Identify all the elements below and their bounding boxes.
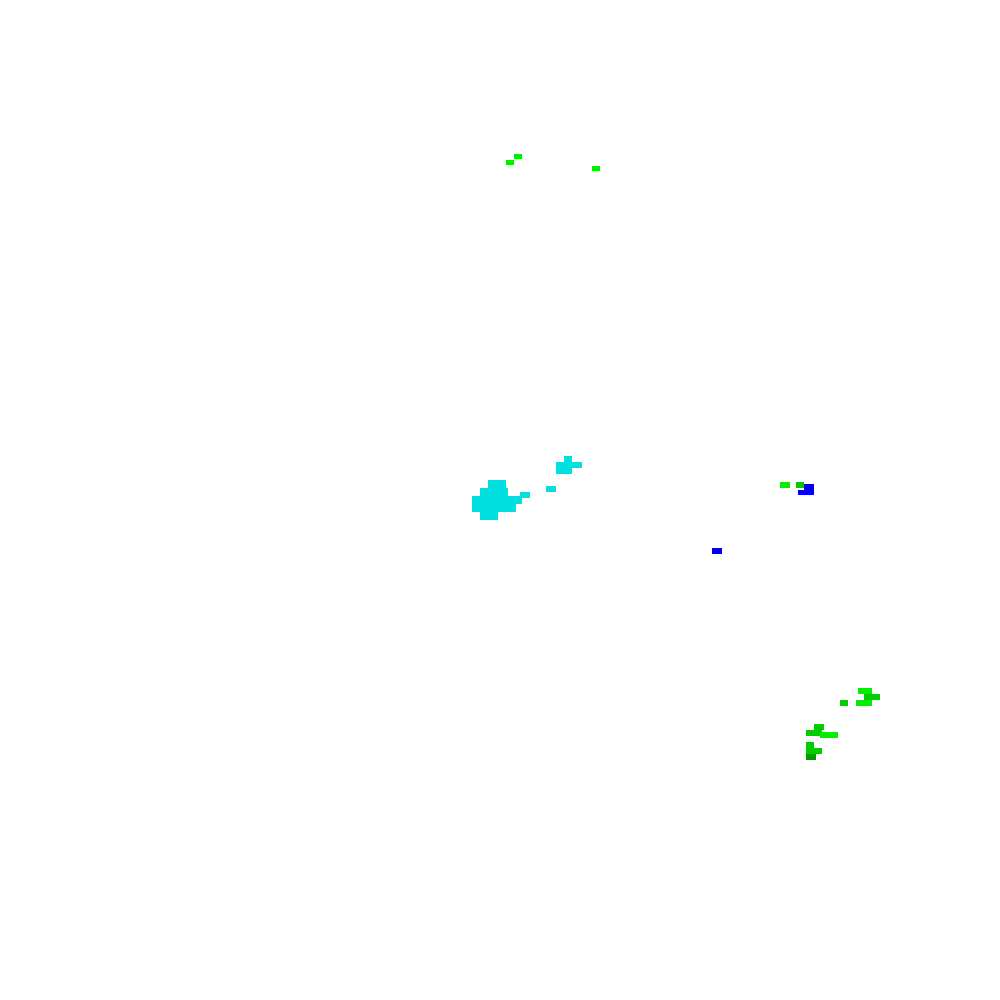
speckle bbox=[556, 468, 572, 474]
speckle bbox=[520, 492, 530, 498]
speckle bbox=[840, 700, 848, 706]
speckle bbox=[806, 748, 822, 754]
speckle bbox=[856, 700, 872, 706]
speckle bbox=[804, 484, 814, 490]
speckle bbox=[488, 480, 506, 488]
speckle bbox=[796, 482, 804, 488]
speckle bbox=[480, 512, 498, 520]
speckle bbox=[556, 462, 582, 468]
speckle bbox=[514, 154, 522, 159]
speckle bbox=[864, 694, 880, 700]
speckle bbox=[820, 732, 838, 738]
speckle bbox=[480, 488, 508, 496]
speckle bbox=[798, 490, 814, 495]
speckle bbox=[806, 754, 816, 760]
speckle bbox=[806, 730, 822, 736]
speckle bbox=[858, 688, 872, 694]
speckle bbox=[506, 160, 514, 165]
speckle bbox=[546, 486, 556, 492]
speckle bbox=[472, 496, 522, 504]
speckle bbox=[472, 504, 516, 512]
speckle bbox=[780, 482, 790, 488]
speckle bbox=[806, 742, 814, 748]
speckle bbox=[814, 724, 824, 730]
speckle bbox=[564, 456, 572, 462]
speckle bbox=[592, 166, 600, 171]
speckle bbox=[712, 548, 722, 554]
